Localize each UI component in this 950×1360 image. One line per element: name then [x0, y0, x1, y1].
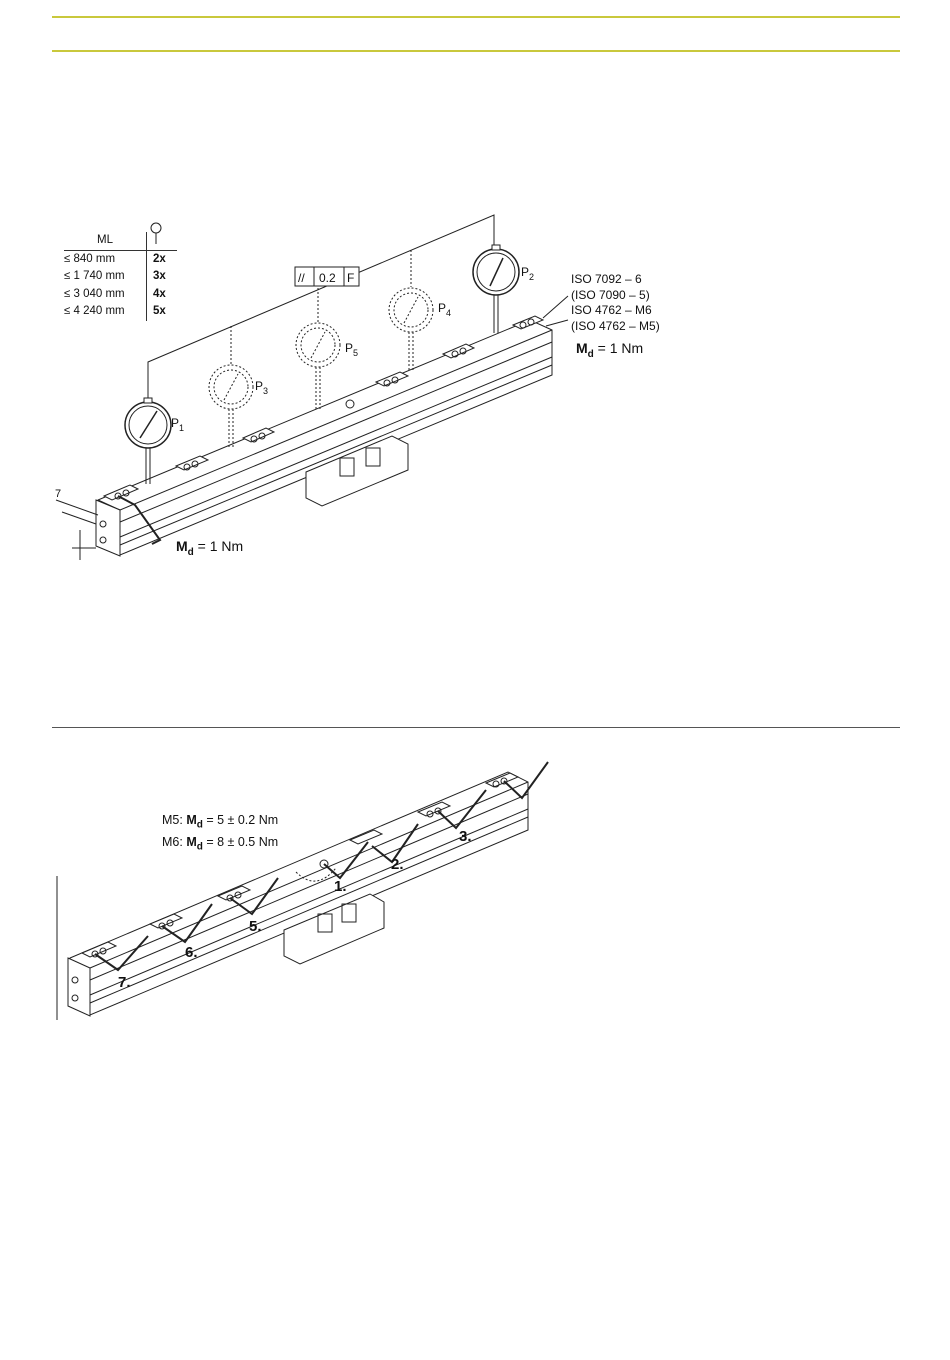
step-6: 6. — [185, 944, 198, 961]
torque-spec-m6: M6: Md = 8 ± 0.5 Nm — [162, 834, 278, 856]
step-1: 1. — [334, 878, 347, 895]
step-5: 5. — [249, 918, 262, 935]
torque-spec-m5: M5: Md = 5 ± 0.2 Nm — [162, 812, 278, 834]
torque-spec: M5: Md = 5 ± 0.2 Nm M6: Md = 8 ± 0.5 Nm — [162, 812, 278, 855]
step-3: 3. — [459, 828, 472, 845]
step-2: 2. — [391, 856, 404, 873]
step-7: 7. — [118, 974, 131, 991]
